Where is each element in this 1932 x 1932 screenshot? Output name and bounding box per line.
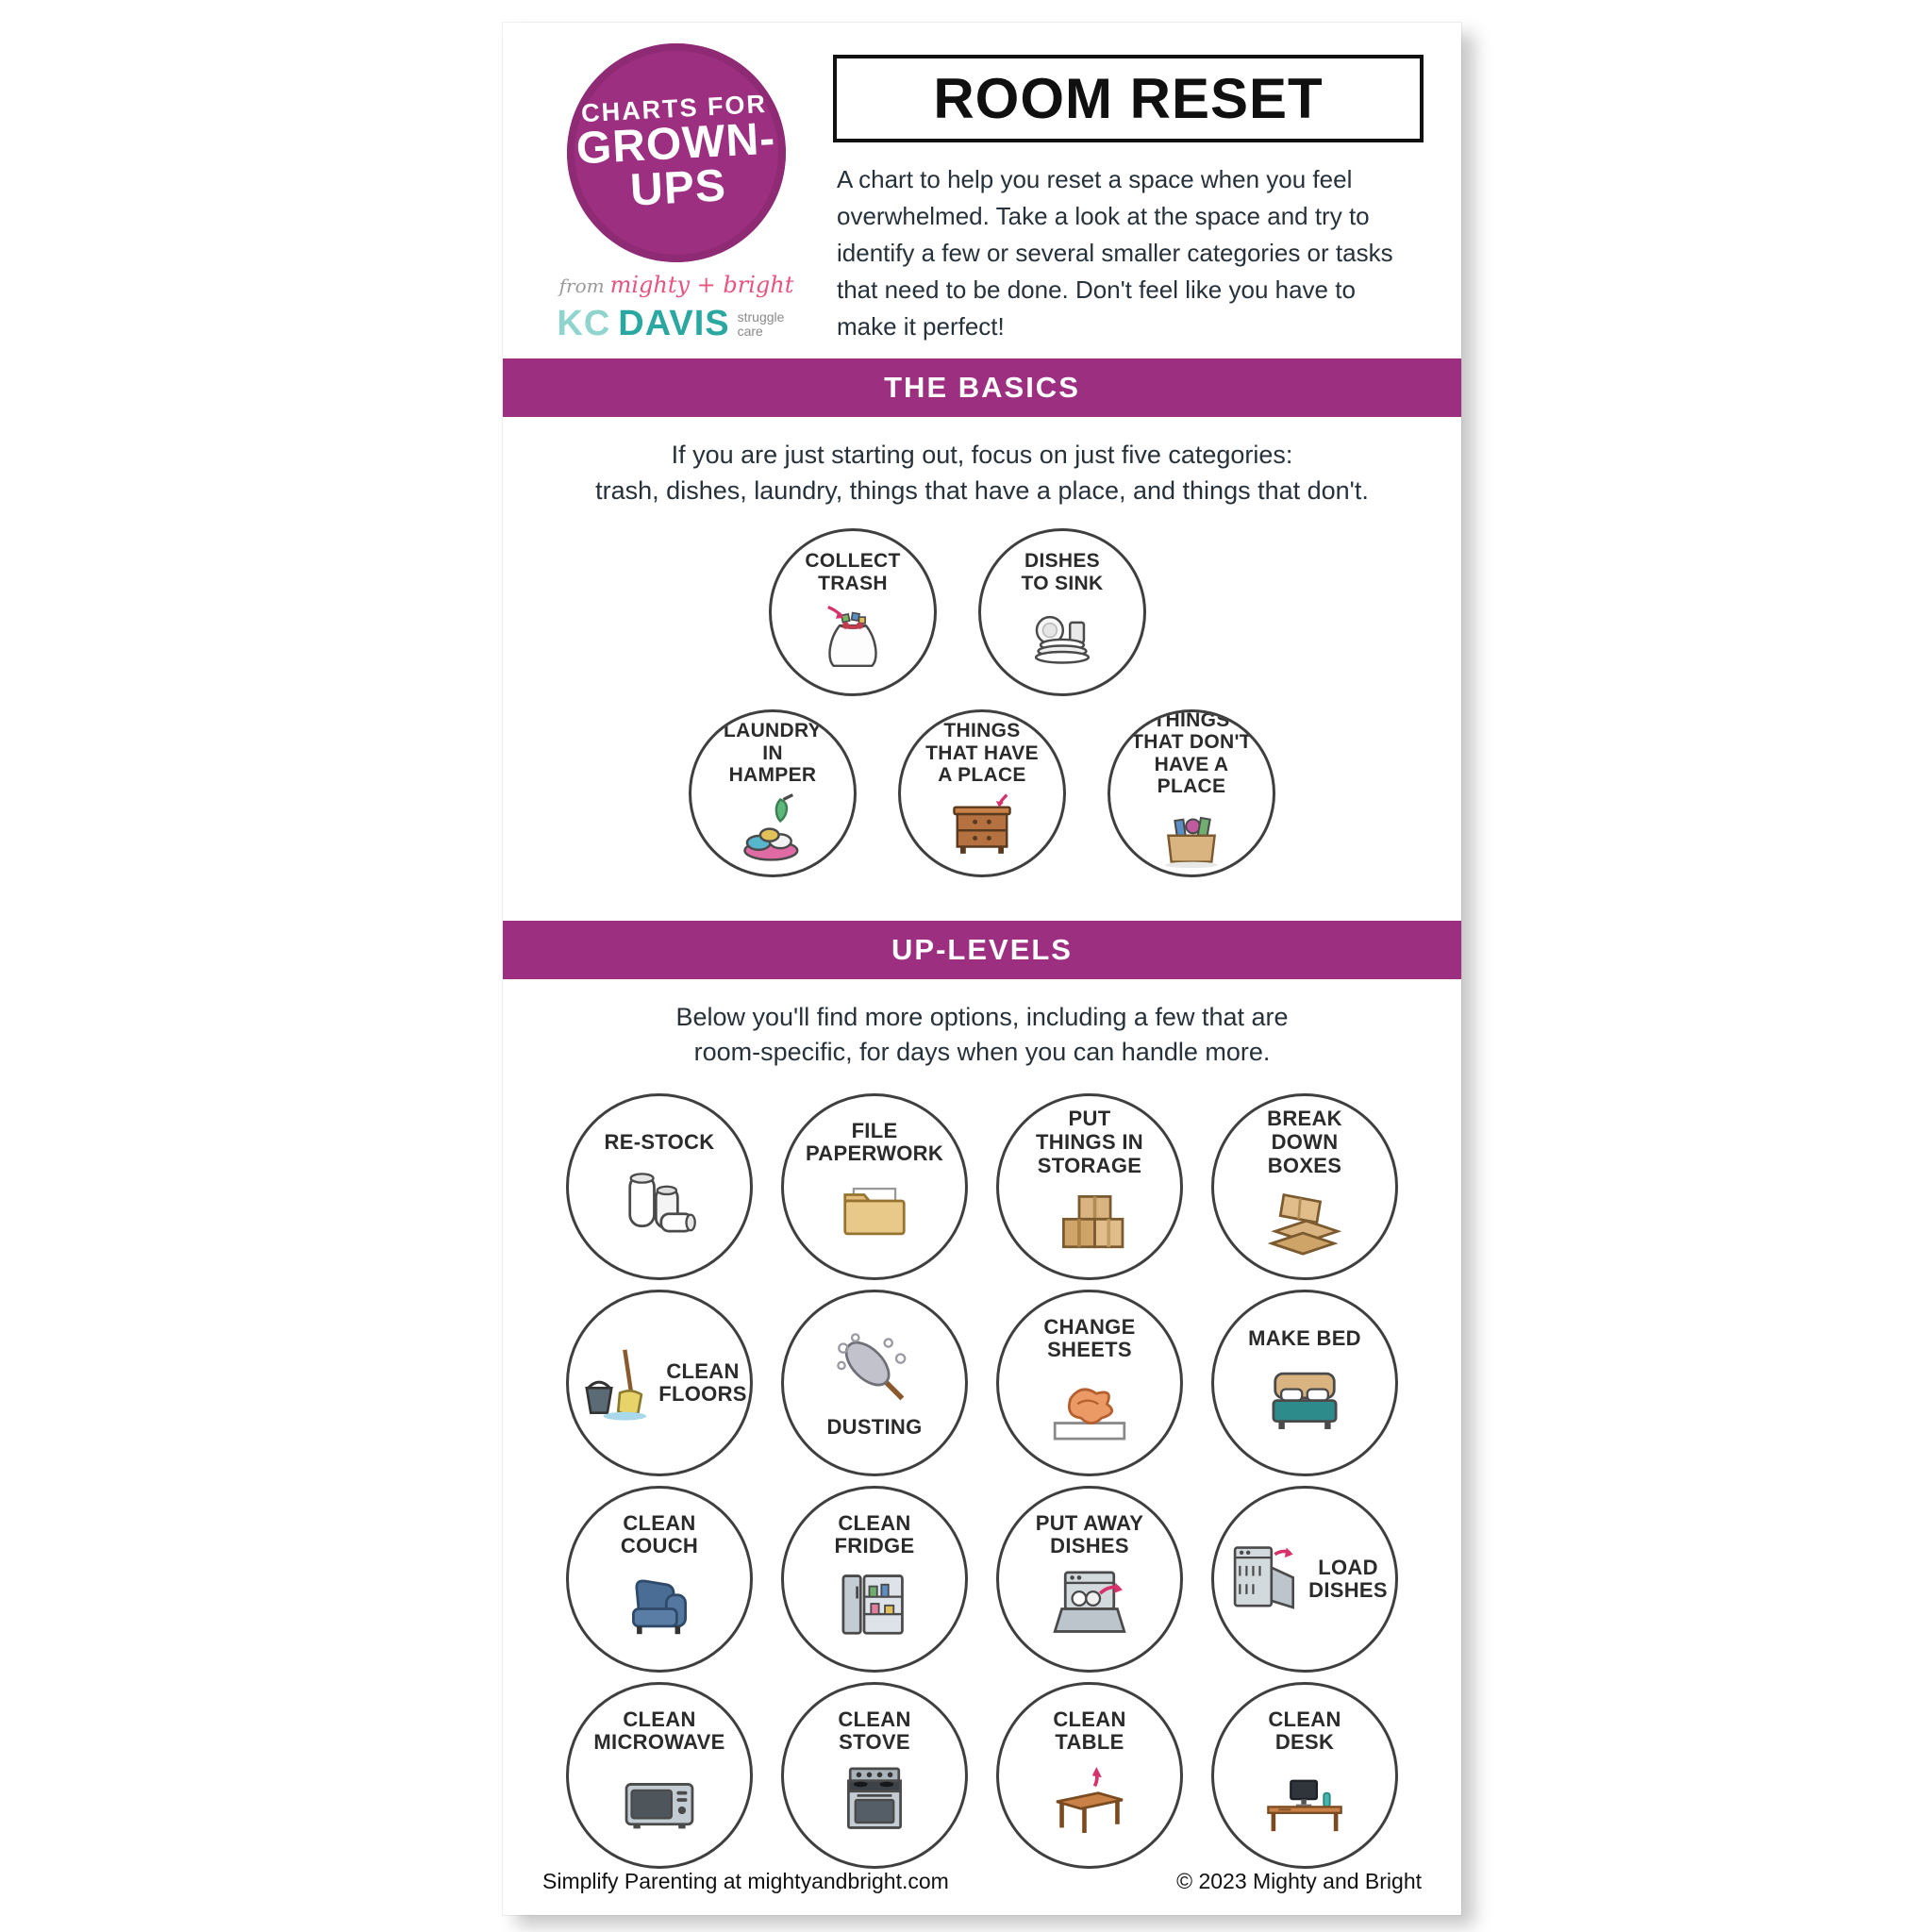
uplevels-intro-line1: Below you'll find more options, includin…: [675, 1002, 1289, 1031]
footer: Simplify Parenting at mightyandbright.co…: [503, 1869, 1461, 1919]
kc-text: KC: [557, 304, 611, 343]
folder-icon: [831, 1168, 918, 1255]
uplevels-intro-line2: room-specific, for days when you can han…: [693, 1038, 1271, 1067]
table-icon: [1046, 1757, 1133, 1843]
fridge-icon: [831, 1560, 918, 1647]
uplevels-intro: Below you'll find more options, includin…: [503, 1000, 1461, 1072]
kc-davis-brand: KC DAVIS struggle care: [557, 304, 795, 344]
basics-intro-line1: If you are just starting out, focus on j…: [671, 441, 1293, 469]
microwave-icon: [616, 1757, 703, 1843]
charts-for-grownups-logo: CHARTS FOR GROWN- UPS: [561, 38, 791, 268]
badge-label: RE-STOCK: [604, 1129, 715, 1154]
from-label: from: [558, 275, 605, 297]
badge-dusting: DUSTING: [781, 1290, 968, 1477]
mighty-bright-script: mighty + bright: [609, 272, 794, 298]
page-title-text: ROOM RESET: [933, 67, 1324, 130]
mop-icon: [572, 1341, 655, 1424]
footer-copyright: © 2023 Mighty and Bright: [1176, 1869, 1422, 1894]
basics-banner: THE BASICS: [503, 358, 1461, 417]
basics-intro: If you are just starting out, focus on j…: [503, 438, 1461, 509]
duster-icon: [831, 1327, 918, 1414]
paper-towels-icon: [616, 1157, 703, 1243]
badge-make-bed: MAKE BED: [1211, 1290, 1398, 1477]
storage-boxes-icon: [1046, 1179, 1133, 1266]
dresser-icon: [943, 789, 1021, 866]
logo-text-line3: UPS: [628, 160, 728, 216]
laundry-icon: [734, 789, 811, 866]
flat-boxes-icon: [1261, 1179, 1348, 1266]
uplevels-banner: UP-LEVELS: [503, 920, 1461, 979]
stove-icon: [831, 1757, 918, 1843]
desk-icon: [1261, 1757, 1348, 1843]
page-title: ROOM RESET: [833, 55, 1424, 142]
clutter-box-icon: [1153, 800, 1230, 874]
davis-text: DAVIS: [618, 304, 730, 343]
badge-re-stock: RE-STOCK: [566, 1093, 753, 1281]
dishwasher-load-icon: [1222, 1538, 1305, 1621]
trash-bag-icon: [814, 596, 891, 674]
couch-icon: [616, 1560, 703, 1647]
dishwasher-open-icon: [1046, 1560, 1133, 1647]
struggle-care-text: struggle care: [737, 308, 785, 339]
dishes-icon: [1024, 596, 1101, 674]
badge-label: MAKE BED: [1248, 1325, 1361, 1350]
header-right: ROOM RESET A chart to help you reset a s…: [833, 43, 1424, 345]
sheets-icon: [1046, 1364, 1133, 1451]
footer-left-text: Simplify Parenting at mightyandbright.co…: [542, 1869, 949, 1894]
badge-label: DUSTING: [826, 1414, 923, 1439]
basics-intro-line2: trash, dishes, laundry, things that have…: [595, 475, 1369, 505]
description-text: A chart to help you reset a space when y…: [837, 165, 1393, 341]
bed-icon: [1261, 1353, 1348, 1440]
